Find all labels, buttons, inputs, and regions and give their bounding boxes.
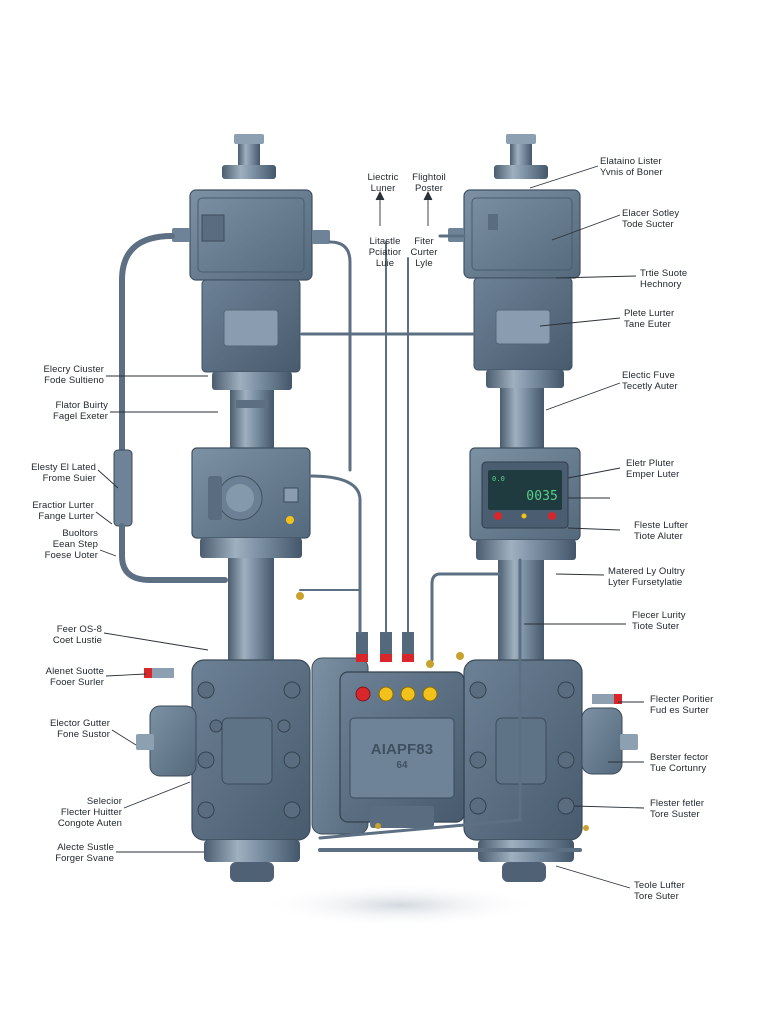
label-line: Tore Suter: [634, 891, 679, 902]
label-line: Lyter Fursetylatie: [608, 577, 683, 588]
label-line: Eletr Pluter: [626, 458, 675, 469]
label-line: Yvnis of Boner: [600, 167, 663, 178]
label-line: Teole Lufter: [634, 880, 685, 891]
label-line: Berster fector: [650, 752, 709, 763]
label-line: Elesty El Lated: [31, 462, 96, 473]
badge-text: AIAPF83: [370, 741, 434, 758]
center-valve-block: [311, 632, 465, 835]
label-line: Flecter Poritier: [650, 694, 714, 705]
label-line: Buoltors: [62, 528, 98, 539]
label-line: Curter: [410, 247, 438, 258]
center-panel-badge: AIAPF83 64: [350, 742, 454, 774]
label-line: Electic Fuve: [622, 370, 675, 381]
label-line: Liectric: [367, 172, 399, 183]
badge-sub: 64: [396, 760, 408, 771]
label-line: Elecry Ciuster: [43, 364, 104, 375]
label-line: Luie: [375, 258, 395, 269]
left-pump-column: [136, 134, 330, 882]
label-line: Frome Suier: [42, 473, 96, 484]
label-line: Plete Lurter: [624, 308, 675, 319]
label-line: Lyle: [415, 258, 433, 269]
label-line: Foese Uoter: [44, 550, 98, 561]
label-line: Luner: [370, 183, 396, 194]
label-line: Flightoil: [412, 172, 446, 183]
label-line: Litastle: [369, 236, 401, 247]
label-line: Tode Sucter: [622, 219, 674, 230]
label-line: Eractior Lurter: [32, 500, 94, 511]
label-line: Trtie Suote: [640, 268, 688, 279]
label-line: Congote Auten: [57, 818, 122, 829]
label-line: Emper Luter: [626, 469, 680, 480]
label-line: Fagel Exeter: [52, 411, 108, 422]
label-line: Fange Lurter: [38, 511, 94, 522]
label-line: Elacer Sotley: [622, 208, 680, 219]
label-line: Fone Sustor: [57, 729, 110, 740]
label-line: Flecer Lurity: [632, 610, 686, 621]
label-line: Pciatior: [368, 247, 402, 258]
floor-shadow: [260, 883, 540, 927]
display-readout-small: 0.0: [492, 475, 505, 483]
label-line: Hechnory: [640, 279, 682, 290]
label-line: Coet Lustie: [52, 635, 102, 646]
label-line: Feer OS-8: [56, 624, 102, 635]
hydraulic-pipes: [113, 233, 582, 852]
label-line: Eean Step: [52, 539, 98, 550]
label-line: Tore Suster: [650, 809, 700, 820]
label-line: Fleste Lufter: [634, 520, 689, 531]
label-line: Fud es Surter: [650, 705, 709, 716]
label-line: Alecte Sustle: [57, 842, 114, 853]
label-line: Flecter Huitter: [60, 807, 122, 818]
label-line: Forger Svane: [55, 853, 114, 864]
label-line: Tane Euter: [624, 319, 671, 330]
label-line: Tiote Aluter: [634, 531, 683, 542]
label-line: Fooer Surler: [50, 677, 104, 688]
label-line: Alenet Suotte: [45, 666, 104, 677]
label-line: Tecetly Auter: [622, 381, 678, 392]
label-line: Selecior: [86, 796, 122, 807]
label-line: Elector Gutter: [49, 718, 110, 729]
callout-leaders: [95, 165, 645, 889]
label-line: Matered Ly Oultry: [608, 566, 685, 577]
right-pump-column: [448, 134, 638, 882]
label-line: Elataino Lister: [600, 156, 662, 167]
label-line: Tiote Suter: [632, 621, 680, 632]
label-line: Fode Sultieno: [44, 375, 104, 386]
label-line: Tue Cortunry: [650, 763, 707, 774]
label-line: Poster: [414, 183, 444, 194]
right-display-readout: 0.0 0035: [492, 474, 558, 504]
label-line: Flator Buirty: [55, 400, 108, 411]
display-readout-main: 0035: [526, 489, 558, 504]
label-line: Fiter: [414, 236, 434, 247]
label-line: Flester fetler: [650, 798, 705, 809]
